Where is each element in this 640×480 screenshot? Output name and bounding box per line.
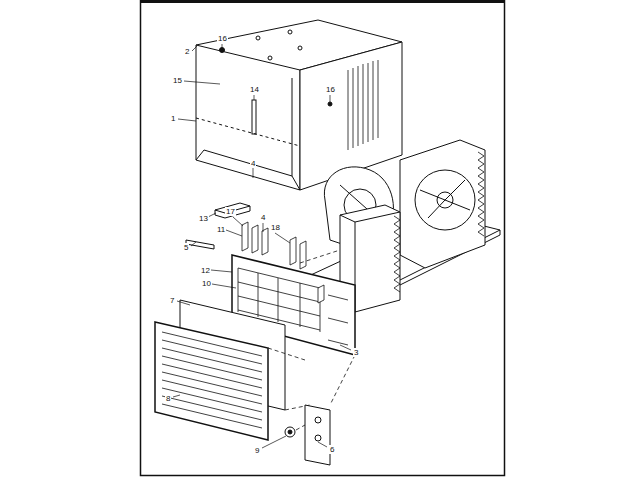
callout-number: 1	[170, 114, 176, 123]
callout-number: 16	[217, 34, 228, 43]
callout-number: 14	[249, 85, 260, 94]
callout-number: 18	[270, 223, 281, 232]
callout-number: 2	[184, 47, 190, 56]
callout-number: 4	[250, 159, 256, 168]
callout-number: 13	[198, 214, 209, 223]
callout-number: 12	[200, 266, 211, 275]
callout-number: 15	[172, 76, 183, 85]
callout-number: 10	[201, 279, 212, 288]
callout-number: 8	[165, 394, 171, 403]
callout-number: 5	[183, 243, 189, 252]
callout-number: 17	[225, 207, 236, 216]
callout-number: 4	[260, 213, 266, 222]
callout-number: 16	[325, 85, 336, 94]
callout-number: 3	[353, 348, 359, 357]
callout-number: 6	[329, 445, 335, 454]
callout-number: 9	[254, 446, 260, 455]
callout-number: 7	[169, 296, 175, 305]
callout-number: 11	[216, 225, 226, 234]
